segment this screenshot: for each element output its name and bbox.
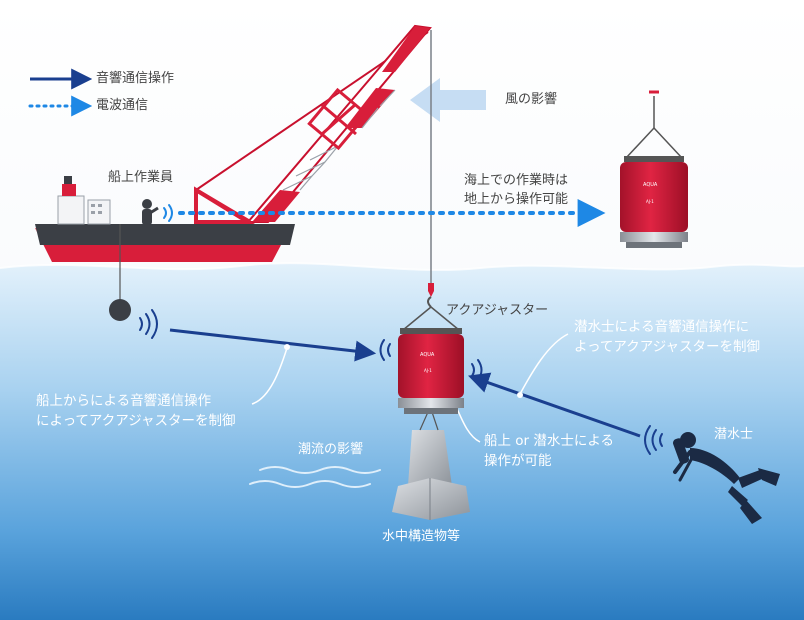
legend-radio-label: 電波通信 <box>96 98 149 113</box>
aqua-adjuster-lifted: AQUA AJ-1 <box>620 90 688 248</box>
wind-label: 風の影響 <box>505 92 558 107</box>
ship-callout-line <box>251 347 288 405</box>
sea-operation-line2: 地上から操作可能 <box>464 191 569 207</box>
transducer-waves-icon <box>139 309 158 339</box>
wind-arrow <box>410 78 486 122</box>
device-waves-right-icon <box>471 359 483 381</box>
device-waves-left-icon <box>379 339 391 361</box>
either-line1: 船上 or 潜水士による <box>484 433 614 449</box>
diver-waves-icon <box>644 425 663 455</box>
ship-transducer <box>109 299 131 321</box>
diver-label: 潜水士 <box>714 427 754 442</box>
diver-control-note: 潜水士による音響通信操作に よってアクアジャスターを制御 <box>574 318 760 357</box>
ship-acoustic-arrow <box>169 328 377 362</box>
crane <box>194 24 432 224</box>
ship <box>35 176 295 300</box>
either-line2: 操作が可能 <box>484 452 552 469</box>
structure-label: 水中構造物等 <box>382 529 461 544</box>
legend-acoustic-label: 音響通信操作 <box>96 71 175 86</box>
ship-radio-waves-icon <box>163 204 173 222</box>
current-waves <box>249 466 381 488</box>
ship-operator-label: 船上作業員 <box>108 170 174 185</box>
aqua-adjuster-device: AQUA AJ-1 <box>398 306 464 414</box>
either-operation-note: 船上 or 潜水士による 操作が可能 <box>484 432 614 471</box>
ship-control-note: 船上からによる音響通信操作 によってアクアジャスターを制御 <box>36 392 236 431</box>
diver-control-line2: よってアクアジャスターを制御 <box>574 338 761 355</box>
underwater-structure <box>392 411 470 520</box>
svg-text:AQUA: AQUA <box>420 352 435 358</box>
svg-text:AJ-1: AJ-1 <box>424 368 432 373</box>
diver-figure <box>672 432 780 524</box>
diver-control-line1: 潜水士による音響通信操作に <box>574 319 750 335</box>
ship-control-line2: によってアクアジャスターを制御 <box>36 412 236 429</box>
diver-acoustic-arrow <box>468 372 641 438</box>
sea-operation-line1: 海上での作業時は <box>464 173 569 188</box>
sea-operation-note: 海上での作業時は 地上から操作可能 <box>464 172 568 210</box>
crane-hook <box>428 283 434 297</box>
ship-operator-figure <box>142 199 159 225</box>
sea-area <box>0 263 804 620</box>
svg-text:AJ-1: AJ-1 <box>646 199 654 204</box>
ship-control-line1: 船上からによる音響通信操作 <box>36 393 212 409</box>
aqua-adjuster-label: アクアジャスター <box>446 303 549 318</box>
current-label: 潮流の影響 <box>298 442 364 457</box>
svg-text:AQUA: AQUA <box>643 182 658 188</box>
diver-callout-line <box>519 333 569 395</box>
